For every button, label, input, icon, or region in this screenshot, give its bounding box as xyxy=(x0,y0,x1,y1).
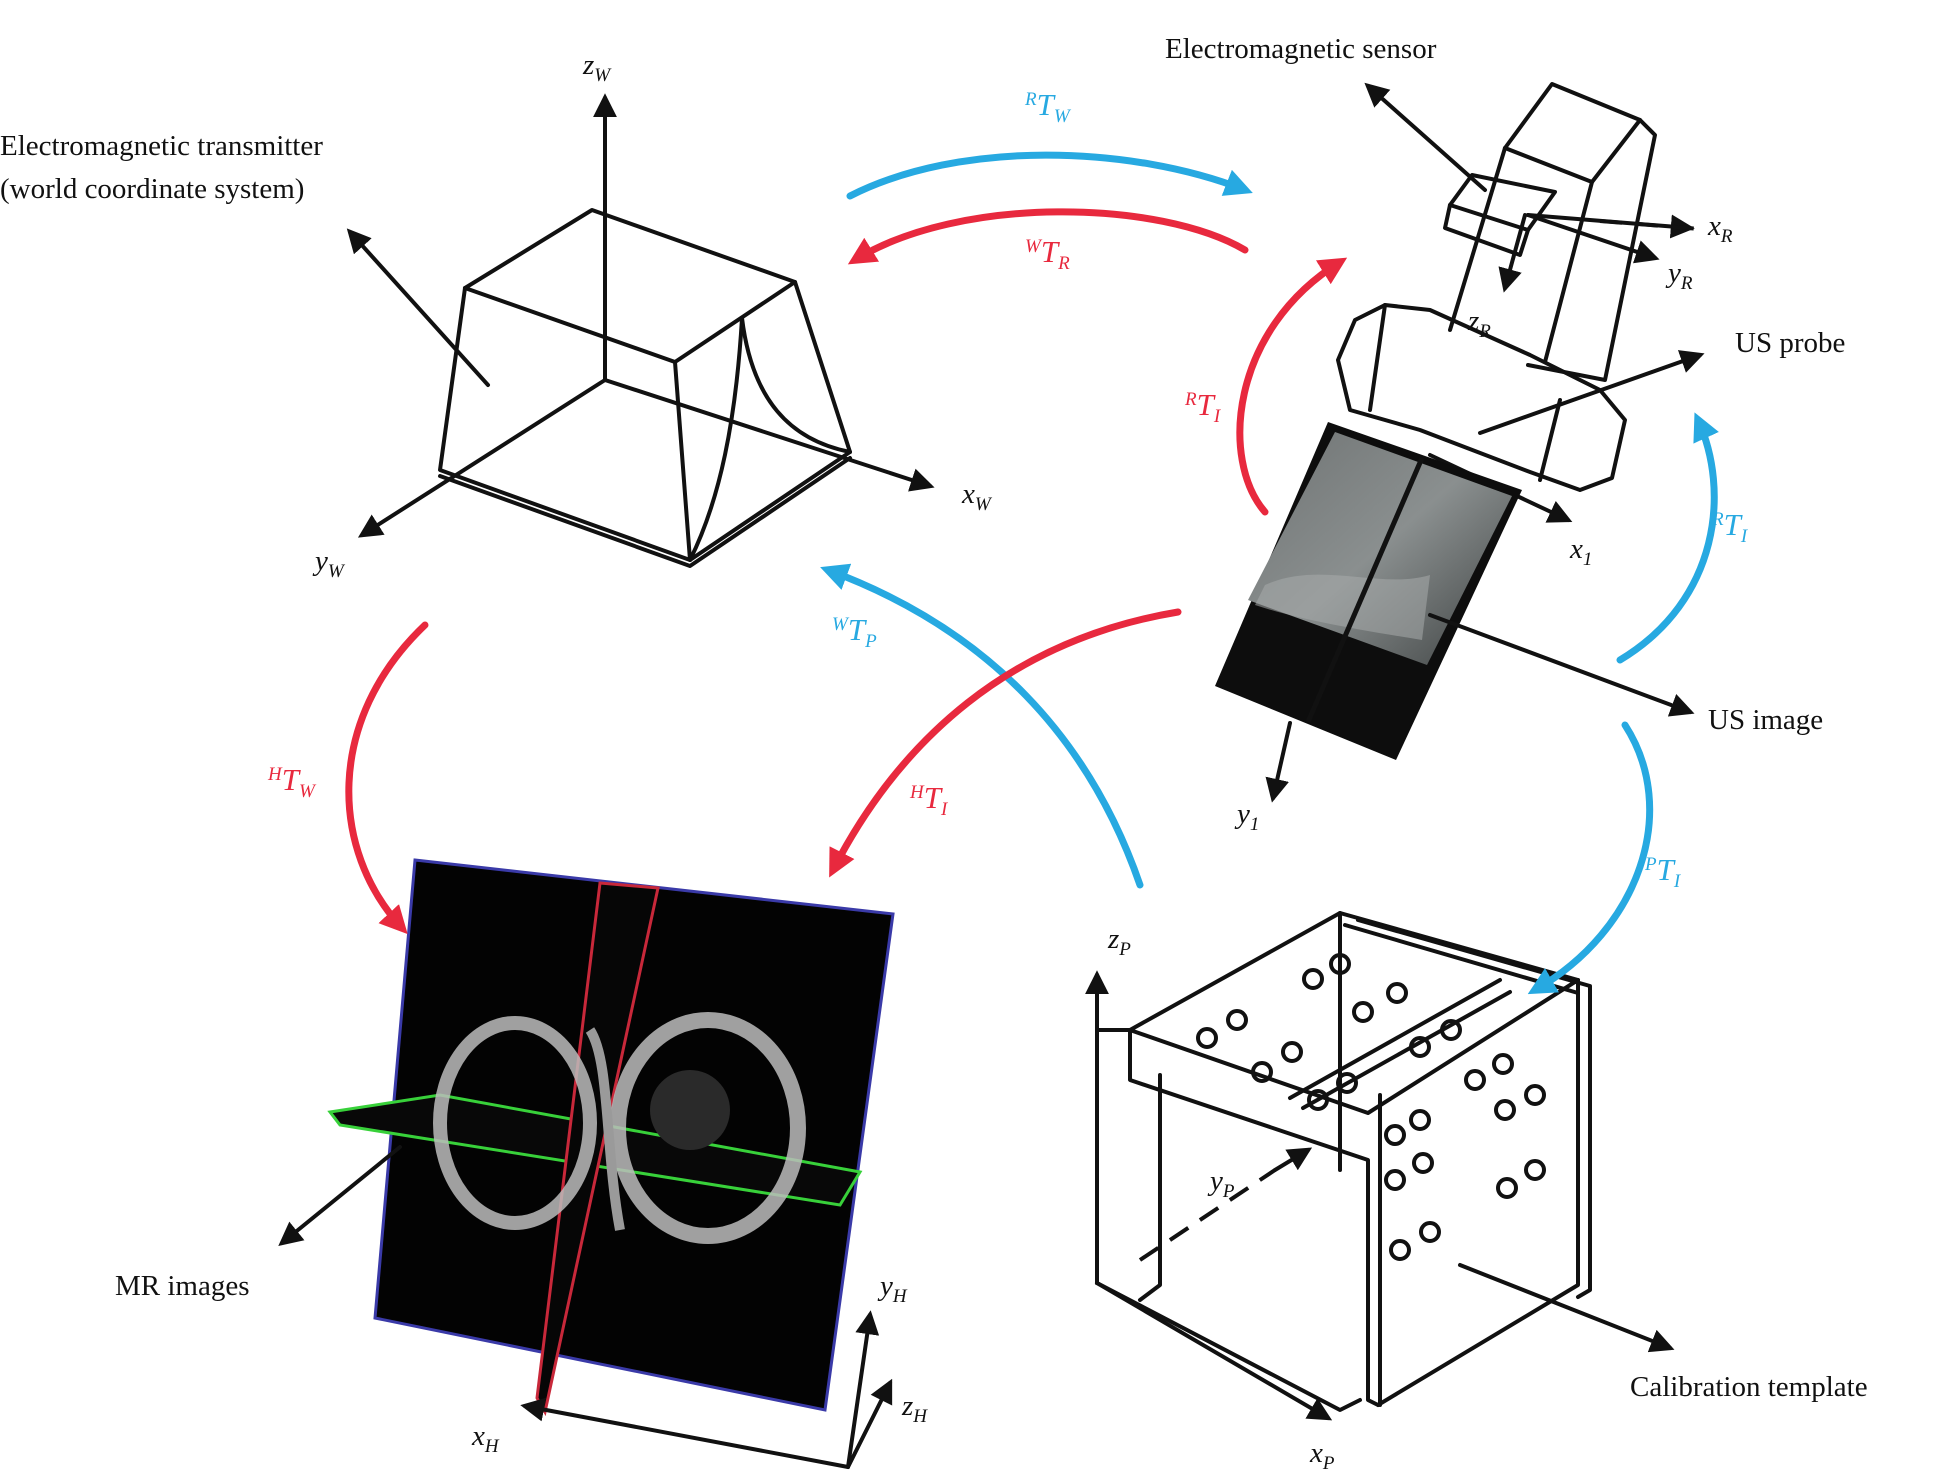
us-probe-label: US probe xyxy=(1735,327,1845,359)
probe-head xyxy=(1336,303,1627,492)
us-image-leader xyxy=(1428,613,1695,717)
us-probe xyxy=(1336,82,1705,523)
template-holes xyxy=(1196,953,1546,1261)
axis-label-zh: zH xyxy=(901,1390,928,1427)
axis-label-zw: zW xyxy=(582,49,612,86)
yh-axis xyxy=(846,1310,880,1469)
arrow-HTW xyxy=(345,621,429,935)
arrow-HTI xyxy=(829,608,1182,878)
axis-label-xw: xW xyxy=(961,478,993,515)
mr-images-label: MR images xyxy=(115,1270,250,1302)
xw-axis xyxy=(603,378,935,492)
y1-axis xyxy=(1265,721,1292,803)
em-sensor-cube xyxy=(1448,173,1557,232)
transform-label-HTI: HTI xyxy=(909,780,949,820)
xh-axis xyxy=(520,1397,850,1469)
transform-label-WTP: WTP xyxy=(832,612,877,652)
axis-label-yp: yP xyxy=(1207,1165,1235,1202)
em-transmitter xyxy=(346,93,935,568)
us-image-label: US image xyxy=(1708,704,1823,736)
axis-label-xh: xH xyxy=(471,1420,500,1457)
transform-label-HTW: HTW xyxy=(267,762,317,802)
transform-label-WTR: WTR xyxy=(1025,234,1070,274)
yw-axis xyxy=(357,378,607,538)
transform-label-PTI: PTI xyxy=(1644,852,1682,892)
sensor-leader xyxy=(1364,82,1487,192)
probe-handle xyxy=(1503,82,1657,382)
arrow-RTW xyxy=(846,151,1253,200)
axis-label-yr: yR xyxy=(1665,257,1693,294)
arrow-WTR xyxy=(847,208,1249,265)
transform-label-RTI-blue: RTI xyxy=(1711,507,1749,547)
probe-leader xyxy=(1478,350,1705,435)
transform-label-RTI-red: RTI xyxy=(1184,387,1222,427)
em-transmitter-label-line1: Electromagnetic transmitter xyxy=(0,130,323,162)
arrow-PTI xyxy=(1527,721,1654,995)
mr-leader xyxy=(278,1145,402,1247)
axis-label-y1: y1 xyxy=(1234,798,1259,835)
axis-label-zp: zP xyxy=(1107,923,1131,960)
us-image xyxy=(1215,422,1695,803)
mr-images xyxy=(278,858,895,1469)
axis-label-yw: yW xyxy=(312,545,346,582)
em-sensor-label: Electromagnetic sensor xyxy=(1165,33,1437,65)
arrow-RTI-red xyxy=(1236,257,1348,516)
axis-label-zr: zR xyxy=(1467,305,1491,342)
axis-label-yh: yH xyxy=(877,1270,908,1307)
zh-axis xyxy=(846,1378,893,1469)
transform-arrows xyxy=(345,151,1719,995)
arrow-RTI-blue xyxy=(1616,412,1719,664)
xp-axis xyxy=(1095,1281,1333,1421)
arrow-WTP xyxy=(820,563,1144,889)
axis-label-xp: xP xyxy=(1309,1437,1335,1474)
text-labels: Electromagnetic transmitter (world coord… xyxy=(0,33,1868,1474)
calibration-template-label: Calibration template xyxy=(1630,1371,1868,1403)
axis-label-x1: x1 xyxy=(1569,533,1592,570)
em-transmitter-label-line2: (world coordinate system) xyxy=(0,173,304,205)
axis-label-xr: xR xyxy=(1707,210,1733,247)
calibration-template xyxy=(1085,911,1675,1421)
template-leader xyxy=(1458,1263,1675,1353)
transmitter-leader xyxy=(346,228,490,387)
transform-label-RTW: RTW xyxy=(1024,87,1072,127)
